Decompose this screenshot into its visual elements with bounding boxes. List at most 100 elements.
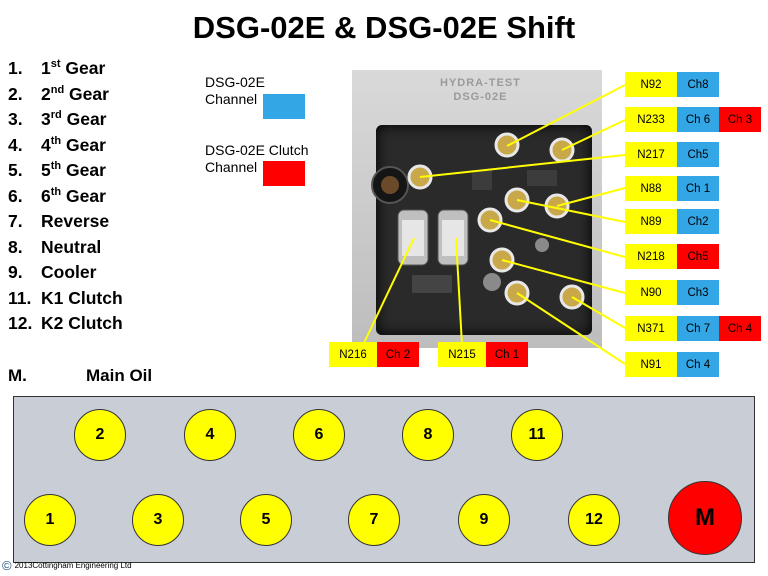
n92-name: N92	[625, 72, 677, 97]
n88-name: N88	[625, 176, 677, 201]
gear-list-name: 6	[41, 185, 51, 206]
solenoid-n215-label: N215 Ch 1	[438, 342, 528, 367]
solenoid-n217-label: N217 Ch5	[625, 142, 719, 167]
gear-list-name: Neutral	[41, 236, 102, 257]
n91-line	[516, 292, 626, 365]
solenoid-n218-label: N218 Ch5	[625, 244, 719, 269]
n371-shift-channel: Ch 7	[677, 316, 719, 341]
n91-name: N91	[625, 352, 677, 377]
port-9: 9	[458, 494, 510, 546]
gear-list-name: Reverse	[41, 211, 110, 231]
shift-legend-line2: Channel	[205, 91, 258, 107]
gear-list-suffix: Gear	[61, 185, 106, 206]
gear-list-name: 3	[41, 109, 51, 129]
n215-line	[455, 237, 463, 346]
gear-list-suffix: Gear	[61, 160, 106, 180]
n216-line	[362, 237, 415, 346]
main-oil-key: M.	[8, 366, 27, 385]
n88-shift-channel: Ch 1	[677, 176, 719, 201]
n371-line	[571, 296, 626, 329]
gear-list-name: 5	[41, 160, 51, 180]
gear-list-number: 9.	[8, 262, 23, 282]
n88-line	[556, 187, 626, 207]
n90-line	[501, 259, 626, 294]
n90-name: N90	[625, 280, 677, 305]
solenoid-n88-label: N88 Ch 1	[625, 176, 719, 201]
gear-list-number: 11.	[8, 287, 32, 308]
n217-line	[419, 154, 626, 178]
n91-shift-channel: Ch 4	[677, 352, 719, 377]
clutch-legend-line1: DSG-02E Clutch	[205, 142, 309, 158]
port-4: 4	[184, 409, 236, 461]
page-title: DSG-02E & DSG-02E Shift	[192, 10, 576, 45]
port-7: 7	[348, 494, 400, 546]
gear-list-ordinal: th	[50, 134, 62, 147]
port-3: 3	[132, 494, 184, 546]
n371-clutch-channel: Ch 4	[719, 316, 761, 341]
solenoid-n371-label: N371 Ch 7 Ch 4	[625, 316, 761, 341]
n89-shift-channel: Ch2	[677, 209, 719, 234]
solenoid-n89-label: N89 Ch2	[625, 209, 719, 234]
n218-line	[489, 219, 626, 258]
gear-list-name: 4	[41, 134, 51, 155]
gear-list-ordinal: st	[50, 58, 61, 70]
port-12: 12	[568, 494, 620, 546]
solenoid-n216-label: N216 Ch 2	[329, 342, 419, 367]
gear-list-item: 7.Reverse	[8, 211, 123, 237]
n89-line	[516, 199, 626, 223]
gear-list-ordinal: nd	[50, 83, 65, 96]
n233-line	[561, 119, 626, 151]
n217-name: N217	[625, 142, 677, 167]
gear-list-item: 12.K2 Clutch	[8, 313, 123, 339]
gear-list-name: K1 Clutch	[41, 287, 123, 308]
gear-list-item: 9. Cooler	[8, 262, 123, 288]
n90-shift-channel: Ch3	[677, 280, 719, 305]
port-2: 2	[74, 409, 126, 461]
gear-list-number: 6.	[8, 185, 23, 206]
n215-clutch-channel: Ch 1	[486, 342, 528, 367]
gear-list-name: Cooler	[41, 262, 97, 282]
gear-list-suffix: Gear	[61, 134, 106, 155]
n233-name: N233	[625, 107, 677, 132]
n233-shift-channel: Ch 6	[677, 107, 719, 132]
gear-list-ordinal: th	[50, 160, 62, 172]
clutch-channel-swatch	[263, 161, 305, 186]
port-1: 1	[24, 494, 76, 546]
clutch-legend-label: DSG-02E Clutch Channel	[205, 142, 308, 176]
gear-list-number: 12.	[8, 313, 33, 333]
gear-list-ordinal: rd	[50, 109, 62, 121]
port-6: 6	[293, 409, 345, 461]
gear-list-number: 4.	[8, 134, 23, 155]
plate-line1: HYDRA-TEST	[440, 77, 521, 89]
n218-clutch-channel: Ch5	[677, 244, 719, 269]
port-panel: 2 4 6 8 11 1 3 5 7 9 12 M	[13, 396, 755, 563]
gear-list-number: 8.	[8, 236, 23, 257]
shift-legend-label: DSG-02E Channel	[205, 74, 265, 108]
n216-name: N216	[329, 342, 377, 367]
n92-shift-channel: Ch8	[677, 72, 719, 97]
clutch-legend-line2: Channel	[205, 159, 258, 175]
port-11: 11	[511, 409, 563, 461]
shift-legend-line1: DSG-02E	[205, 74, 265, 90]
photo-plate-label: HYDRA-TEST DSG-02E	[440, 76, 521, 104]
solenoid-n92-label: N92 Ch8	[625, 72, 719, 97]
copyright: © 2013Cottingham Engineering Ltd	[2, 558, 132, 573]
gear-list-number: 3.	[8, 109, 23, 129]
gear-list-item: 11. K1 Clutch	[8, 288, 123, 314]
gear-list-suffix: Gear	[60, 58, 106, 78]
n92-line	[506, 84, 626, 147]
solenoid-n90-label: N90 Ch3	[625, 280, 719, 305]
copyright-text: 2013Cottingham Engineering Ltd	[14, 561, 132, 570]
port-8: 8	[402, 409, 454, 461]
gear-list-number: 5.	[8, 160, 23, 180]
main-oil-desc: Main Oil	[86, 366, 153, 385]
shift-channel-swatch	[263, 94, 305, 119]
